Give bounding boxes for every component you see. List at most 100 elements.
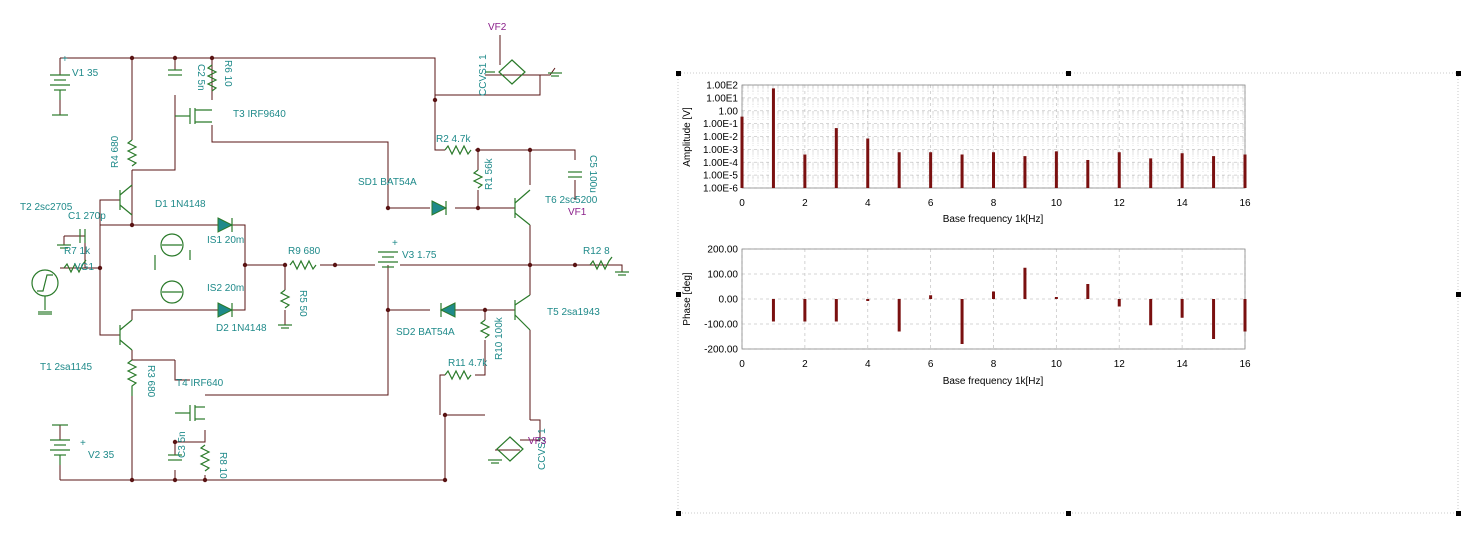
phase-x-tick-label: 14 (1177, 359, 1189, 370)
amplitude-x-tick-label: 4 (865, 198, 871, 209)
label-r7: R7 1k (64, 246, 91, 257)
amplitude-y-tick-label: 1.00E-1 (703, 119, 738, 130)
amplitude-y-axis-label: Amplitude [V] (682, 107, 693, 167)
label-vf3: VF3 (528, 436, 547, 447)
label-vf1: VF1 (568, 207, 587, 218)
phase-x-tick-label: 16 (1239, 359, 1251, 370)
amplitude-x-ticks: 0 2 4 6 8 10 12 14 16 (739, 198, 1251, 209)
phase-x-tick-label: 2 (802, 359, 808, 370)
phase-y-tick-label: 200.00 (707, 245, 738, 256)
label-t4: T4 IRF640 (176, 378, 224, 389)
label-v1: V1 35 (72, 68, 99, 79)
plus-sign-v1: + (62, 54, 68, 65)
phase-x-tick-label: 12 (1114, 359, 1126, 370)
label-sd2: SD2 BAT54A (396, 327, 455, 338)
battery-v3-symbol (378, 251, 398, 268)
label-r8: R8 10 (217, 452, 228, 479)
amplitude-y-tick-label: 1.00E-5 (703, 171, 738, 182)
diode-symbols (217, 200, 456, 318)
label-v2: V2 35 (88, 450, 115, 461)
amplitude-x-tick-label: 10 (1051, 198, 1063, 209)
amplitude-y-tick-label: 1.00E-2 (703, 132, 738, 143)
phase-y-tick-label: 0.00 (719, 295, 739, 306)
phase-x-axis-label: Base frequency 1k[Hz] (943, 376, 1044, 387)
phase-x-tick-label: 0 (739, 359, 745, 370)
battery-v2-symbol (50, 424, 70, 465)
label-d2: D2 1N4148 (216, 323, 267, 334)
amplitude-x-tick-label: 0 (739, 198, 745, 209)
phase-chart: -200.00 -100.00 0.00 100.00 200.00 0 2 4 6 8 10 12… (682, 245, 1251, 388)
amplitude-x-tick-label: 8 (991, 198, 997, 209)
phase-y-axis-label: Phase [deg] (682, 272, 693, 326)
amplitude-bars (740, 88, 1247, 188)
schematic-junctions (97, 55, 578, 483)
amplitude-y-tick-label: 1.00E-6 (703, 184, 738, 195)
amplitude-x-tick-label: 6 (928, 198, 934, 209)
battery-v1-symbol (50, 74, 70, 116)
amplitude-x-tick-label: 16 (1239, 198, 1251, 209)
amplitude-y-tick-label: 1.00E-4 (703, 158, 738, 169)
label-r12: R12 8 (583, 246, 610, 257)
selection-frame (677, 72, 1459, 514)
amplitude-y-tick-label: 1.00E2 (706, 81, 738, 92)
amplitude-x-tick-label: 2 (802, 198, 808, 209)
phase-x-ticks: 0 2 4 6 8 10 12 14 16 (739, 359, 1251, 370)
label-t1: T1 2sa1145 (40, 362, 93, 373)
label-c5: C5 100u (587, 155, 598, 193)
label-c3: C3 5n (177, 431, 188, 458)
amplitude-y-ticks: 1.00E-6 1.00E-5 1.00E-4 1.00E-3 1.00E-2 1.00E… (703, 81, 738, 195)
label-t2: T2 2sc2705 (20, 202, 73, 213)
phase-y-ticks: -200.00 -100.00 0.00 100.00 200.00 (704, 245, 738, 356)
capacitor-symbols (79, 69, 582, 461)
label-t5: T5 2sa1943 (547, 307, 600, 318)
selection-handles[interactable] (676, 71, 1461, 516)
label-sd1: SD1 BAT54A (358, 177, 417, 188)
label-c1: C1 270p (68, 211, 106, 222)
label-v3: V3 1.75 (402, 250, 437, 261)
current-source-symbols (154, 233, 191, 304)
ground-symbols (38, 72, 629, 464)
resistor-symbols (63, 64, 613, 472)
label-vg1: VG1 (74, 262, 94, 273)
phase-x-tick-label: 10 (1051, 359, 1063, 370)
phase-x-tick-label: 8 (991, 359, 997, 370)
phase-x-tick-label: 4 (865, 359, 871, 370)
amplitude-y-tick-label: 1.00E1 (706, 93, 738, 104)
plus-sign-v2: + (80, 438, 86, 449)
label-r11: R11 4.7k (448, 358, 488, 369)
label-is2: IS2 20m (207, 283, 244, 294)
phase-y-tick-label: -100.00 (704, 320, 738, 331)
phase-y-tick-label: 100.00 (707, 270, 738, 281)
amplitude-chart: 1.00E-6 1.00E-5 1.00E-4 1.00E-3 1.00E-2 1.00E… (682, 81, 1251, 226)
label-t3: T3 IRF9640 (233, 109, 286, 120)
label-r3: R3 680 (145, 365, 156, 398)
label-vf2: VF2 (488, 22, 507, 33)
label-r4: R4 680 (110, 135, 121, 168)
label-ccvs2: CCVS2 1 (537, 428, 548, 470)
label-r10: R10 100k (494, 316, 505, 360)
label-t6: T6 2sc5200 (545, 195, 598, 206)
label-ccvs1: CCVS1 1 (478, 54, 489, 96)
label-is1: IS1 20m (207, 235, 244, 246)
transistor-symbols (119, 108, 531, 421)
amplitude-x-axis-label: Base frequency 1k[Hz] (943, 214, 1044, 225)
amplitude-y-tick-label: 1.00E-3 (703, 145, 738, 156)
label-r6: R6 10 (222, 60, 233, 87)
plus-sign-v3: + (392, 238, 398, 249)
label-r2: R2 4.7k (436, 134, 471, 145)
label-c2: C2 5n (195, 64, 206, 91)
label-r1: R1 56k (484, 157, 495, 190)
amplitude-y-tick-label: 1.00 (719, 106, 739, 117)
signal-generator-symbol (31, 269, 59, 313)
amplitude-x-tick-label: 12 (1114, 198, 1126, 209)
phase-x-tick-label: 6 (928, 359, 934, 370)
label-r9: R9 680 (288, 246, 321, 257)
amplitude-x-tick-label: 14 (1177, 198, 1189, 209)
phase-y-tick-label: -200.00 (704, 345, 738, 356)
circuit-schematic[interactable]: V1 35 V2 35 V3 1.75 C1 270p C2 5n C3 5n … (0, 0, 660, 534)
label-r5: R5 50 (297, 290, 308, 317)
phase-bars (771, 267, 1247, 344)
ccvs-symbols (485, 59, 526, 462)
label-d1: D1 1N4148 (155, 199, 206, 210)
